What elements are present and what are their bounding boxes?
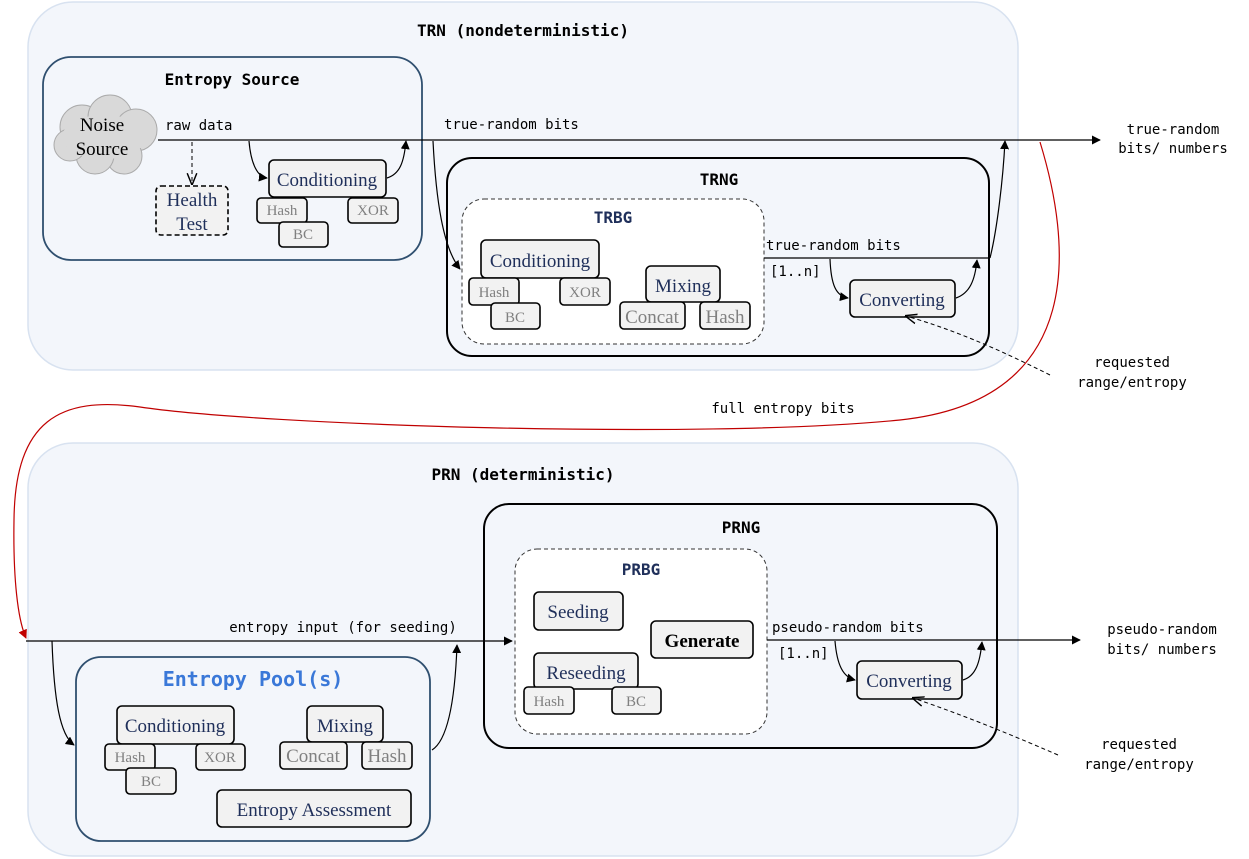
es-conditioning-label: Conditioning: [277, 170, 378, 191]
trn-output-label-2: bits/ numbers: [1118, 141, 1228, 157]
trn-output-label-1: true-random: [1127, 122, 1220, 138]
trbg-bc-box: [490, 302, 541, 330]
noise-source-label-1: Noise: [80, 115, 124, 136]
es-hash-label: Hash: [267, 203, 298, 219]
trn-requested-label-2: range/entropy: [1077, 375, 1187, 391]
prn-requested-label-2: range/entropy: [1084, 757, 1194, 773]
pool-concat-box: [279, 741, 348, 770]
prng-converting-label: Converting: [866, 671, 952, 692]
pool-concat-label: Concat: [286, 746, 341, 767]
trbg-hash2-box: [699, 301, 751, 330]
trn-title: TRN (nondeterministic): [417, 21, 629, 40]
pool-xor-box: [195, 743, 246, 771]
trbg-title: TRBG: [594, 208, 633, 227]
from-trng-converting-arrow: [955, 259, 981, 299]
prng-range-label: [1..n]: [778, 646, 829, 662]
entropy-input-label: entropy input (for seeding): [229, 620, 457, 636]
es-bc-label: BC: [293, 227, 313, 243]
es-xor-box: [347, 197, 399, 224]
generate-box: [650, 620, 754, 659]
prn-output-label-1: pseudo-random: [1107, 622, 1217, 638]
from-prng-converting-arrow: [962, 641, 986, 681]
pool-bc-box: [125, 767, 177, 795]
trbg-xor-box: [559, 277, 611, 306]
entropy-assessment-label: Entropy Assessment: [237, 800, 392, 821]
health-test-label-1: Health: [167, 190, 218, 211]
to-trng-converting-arrow: [829, 258, 849, 302]
trbg-hash-label: Hash: [479, 285, 510, 301]
trbg-bc-label: BC: [505, 310, 525, 326]
trng-requested-dashed-arrow: [906, 316, 1051, 376]
es-bc-box: [278, 221, 329, 248]
to-entropy-pool-arrow: [51, 640, 75, 746]
es-conditioning-box: [268, 159, 387, 198]
pseudo-random-bits-label: pseudo-random bits: [772, 620, 924, 636]
prng-converting-box: [856, 660, 963, 700]
full-entropy-red-arrow: [13, 141, 1060, 639]
trbg-mixing-label: Mixing: [655, 276, 711, 297]
prbg-hash-label: Hash: [534, 694, 565, 710]
prbg-title: PRBG: [622, 560, 661, 579]
entropy-assessment-box: [216, 789, 412, 828]
pool-xor-label: XOR: [204, 750, 236, 766]
trng-title: TRNG: [700, 170, 739, 189]
trbg-conditioning-box: [480, 239, 600, 279]
generate-label: Generate: [665, 631, 740, 652]
prn-requested-label-1: requested: [1101, 737, 1177, 753]
trng-converting-box: [849, 279, 956, 318]
entropy-pool-title: Entropy Pool(s): [163, 667, 344, 691]
from-entropy-pool-arrow: [431, 644, 462, 751]
raw-data-label: raw data: [165, 118, 232, 134]
seeding-box: [533, 591, 624, 631]
trbg-xor-label: XOR: [569, 285, 601, 301]
pool-conditioning-box: [116, 705, 235, 745]
from-es-conditioning-arrow: [386, 140, 410, 179]
pool-hash2-box: [361, 741, 413, 770]
full-entropy-bits-label: full entropy bits: [711, 401, 854, 417]
health-test-label-2: Test: [176, 214, 208, 235]
pool-conditioning-label: Conditioning: [125, 716, 226, 737]
pool-mixing-label: Mixing: [317, 716, 373, 737]
es-xor-label: XOR: [357, 203, 389, 219]
trng-up-arrow: [989, 140, 1010, 259]
pool-bc-label: BC: [141, 774, 161, 790]
trbg-concat-box: [619, 301, 686, 330]
trn-requested-label-1: requested: [1094, 355, 1170, 371]
trng-range-label: [1..n]: [770, 264, 821, 280]
prbg-bc-label: BC: [626, 694, 646, 710]
health-test-box: [155, 185, 229, 236]
trng-converting-label: Converting: [859, 290, 945, 311]
prn-output-label-2: bits/ numbers: [1107, 642, 1217, 658]
trbg-concat-label: Concat: [625, 307, 680, 328]
prng-requested-dashed-arrow: [913, 698, 1059, 756]
reseeding-label: Reseeding: [546, 663, 626, 684]
entropy-source-title: Entropy Source: [165, 70, 300, 89]
to-prng-converting-arrow: [834, 640, 856, 683]
true-random-bits-label: true-random bits: [444, 117, 579, 133]
pool-hash2-label: Hash: [367, 746, 407, 767]
trbg-true-random-bits-label: true-random bits: [766, 238, 901, 254]
entropy-source-box: [42, 56, 423, 261]
prbg-hash-box: [523, 686, 575, 715]
to-es-conditioning-arrow: [248, 140, 268, 182]
trbg-conditioning-label: Conditioning: [490, 251, 591, 272]
prng-title: PRNG: [722, 518, 761, 537]
prbg-bc-box: [611, 686, 662, 715]
prn-title: PRN (deterministic): [431, 465, 614, 484]
trbg-hash2-label: Hash: [705, 307, 745, 328]
noise-source-label-2: Source: [76, 139, 129, 160]
pool-hash-label: Hash: [115, 750, 146, 766]
to-trbg-arrow: [432, 140, 461, 270]
noise-source-cloud-icon: [53, 94, 158, 175]
seeding-label: Seeding: [547, 602, 609, 623]
reseeding-box: [533, 652, 639, 690]
